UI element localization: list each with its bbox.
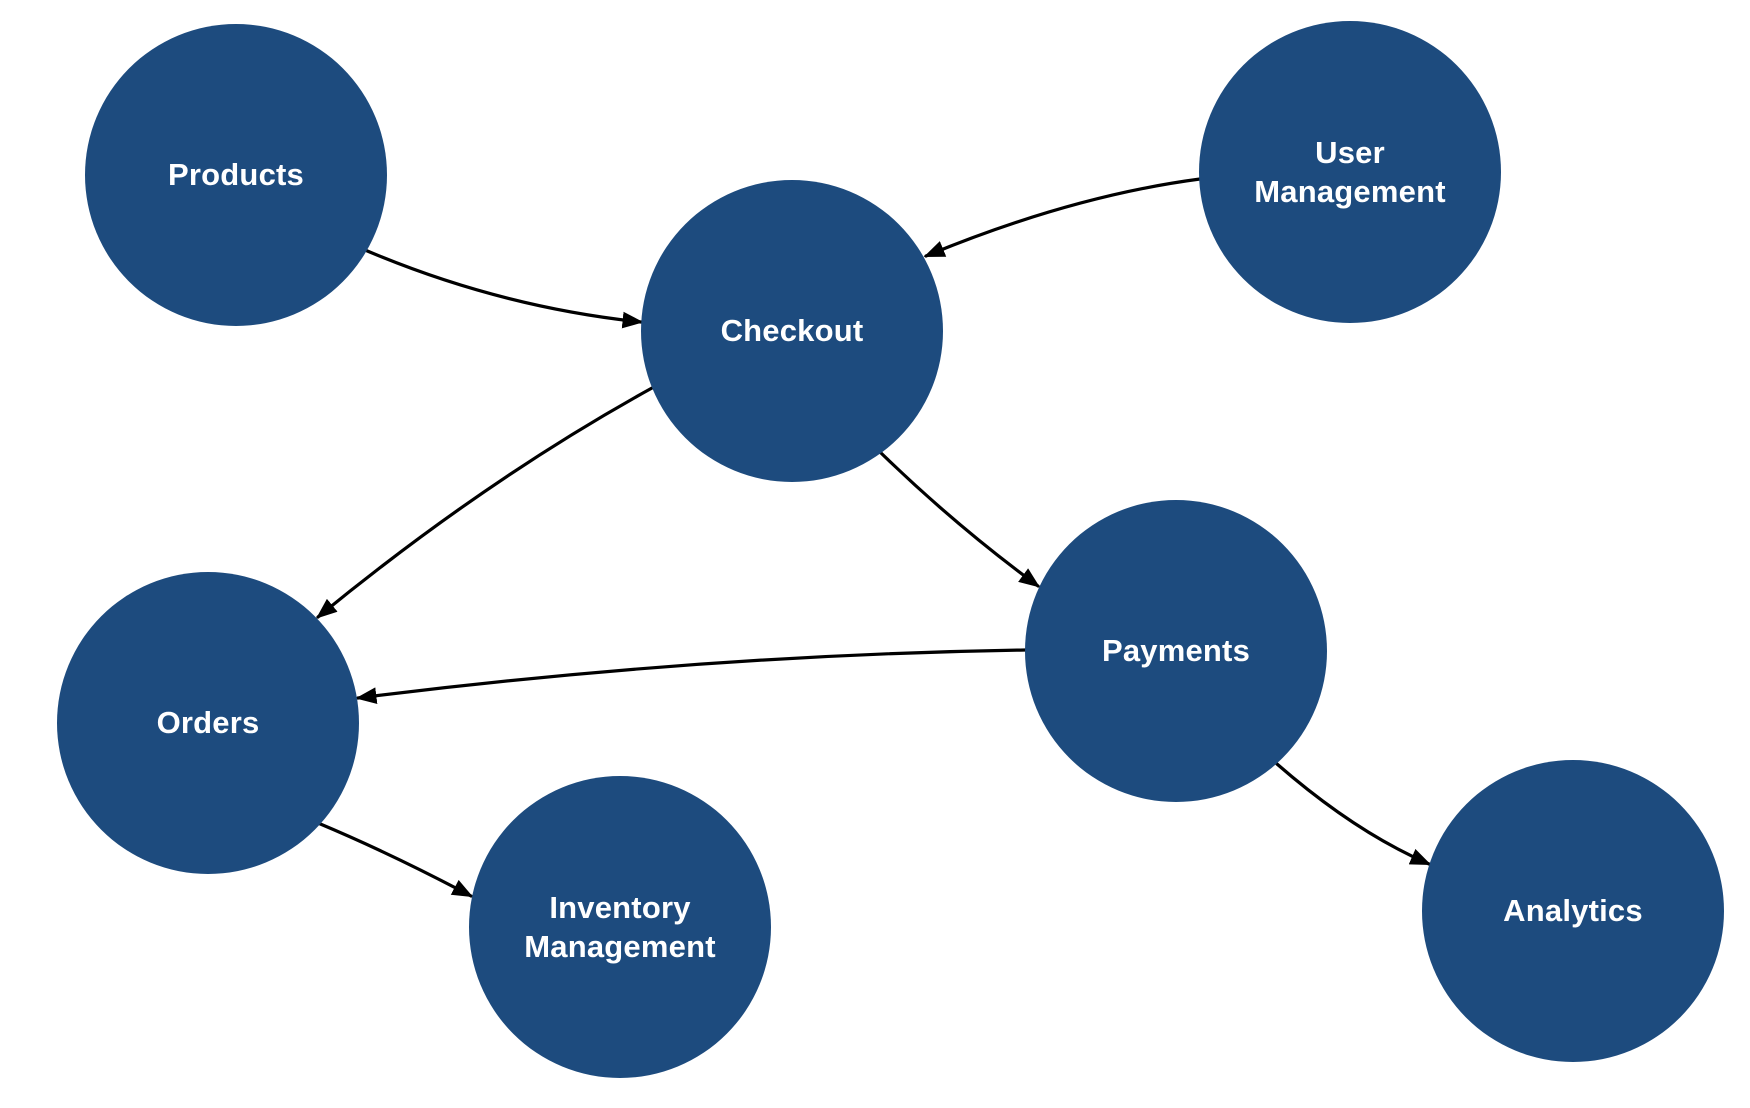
- node-payments: Payments: [1025, 500, 1327, 802]
- node-checkout: Checkout: [641, 180, 943, 482]
- node-checkout-label: Checkout: [720, 313, 864, 349]
- edge-payments-to-analytics: [1275, 762, 1432, 866]
- edge-payments-to-orders: [355, 648, 1027, 705]
- edge-checkout-to-orders: [316, 386, 654, 619]
- node-analytics-label: Analytics: [1503, 893, 1643, 929]
- edge-orders-to-inventory-management: [316, 821, 474, 898]
- node-products: Products: [85, 24, 387, 326]
- edge-products-to-checkout: [363, 248, 644, 329]
- node-orders-label: Orders: [156, 705, 260, 741]
- node-inventory-management-label: Inventory Management: [524, 889, 716, 964]
- node-products-label: Products: [168, 157, 304, 193]
- edge-user-management-to-checkout: [923, 177, 1202, 258]
- node-orders: Orders: [57, 572, 359, 874]
- node-analytics: Analytics: [1422, 760, 1724, 1062]
- node-payments-label: Payments: [1101, 633, 1251, 669]
- node-user-management: User Management: [1199, 21, 1501, 323]
- node-inventory-management: Inventory Management: [469, 776, 771, 1078]
- edge-checkout-to-payments: [878, 450, 1041, 588]
- node-user-management-label: User Management: [1254, 134, 1446, 209]
